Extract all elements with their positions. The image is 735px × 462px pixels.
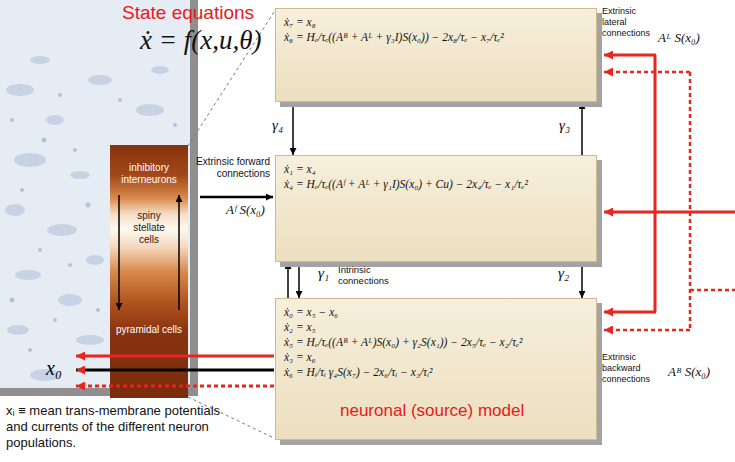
heading: State equations <box>122 2 254 24</box>
state-equation: ẋ₁ = x₄ <box>284 162 588 177</box>
signal-name: Aᶠ S(x₀) <box>226 202 265 217</box>
state-equation: ẋ₆ = Hᵢ/τᵢ γ₄S(x₇) − 2x₆/τᵢ − x₃/τᵢ² <box>284 365 588 380</box>
connection-note: Extrinsic lateral connections <box>602 6 658 39</box>
state-equation: ẋ₈ = Hₑ/τₑ((Aᴮ + Aᴸ + γ₃I)S(x₀)) − 2x₈/τ… <box>284 30 588 45</box>
state-equation: ẋ₄ = Hₑ/τₑ((Aᶠ + Aᴸ + γ₁I)S(x₀) + Cu) − … <box>284 177 588 192</box>
state-equation: ẋ₂ = x₅ <box>284 320 588 335</box>
connection-arrow <box>178 195 180 310</box>
connection-note: Extrinsic forward connections <box>196 156 270 180</box>
connection-note: Intrinsic connections <box>338 264 400 286</box>
equation-box: ẋ₇ = x₈ẋ₈ = Hₑ/τₑ((Aᴮ + Aᴸ + γ₃I)S(x₀)) … <box>275 8 597 102</box>
state-equation: ẋ₀ = x₅ − x₆ <box>284 305 588 320</box>
gain-label: γ₂ <box>558 265 569 282</box>
connection-arrow <box>298 262 300 298</box>
state-equation: ẋ₃ = x₆ <box>284 350 588 365</box>
formula: ẋ = f(x,u,θ) <box>140 24 261 56</box>
state-equation: ẋ₇ = x₈ <box>284 15 588 30</box>
gain-label: γ₁ <box>318 265 329 282</box>
signal-name: Aᴮ S(x₀) <box>668 364 710 379</box>
output-name: x₀ <box>46 356 62 380</box>
gain-label: γ₄ <box>272 117 283 134</box>
cell-label: spiny stellate cells <box>129 210 169 246</box>
neuron-band: inhibitory interneurons <box>112 152 186 195</box>
state-equation: ẋ₅ = Hₑ/τₑ((Aᴮ + Aᴸ)S(x₀) + γ₂S(x₁)) − 2… <box>284 335 588 350</box>
neuron-band: spiny stellate cells <box>127 207 171 249</box>
connection-arrow <box>118 195 120 310</box>
connection-arrow <box>581 262 583 298</box>
note: xᵢ ≡ mean trans-membrane potentials and … <box>6 403 228 451</box>
gain-label: γ₃ <box>559 117 570 134</box>
connection-arrow <box>292 102 294 155</box>
connection-note: Extrinsic backward connections <box>602 352 664 385</box>
signal-name: Aᴸ S(x₀) <box>658 30 700 45</box>
cell-label: inhibitory interneurons <box>114 162 184 186</box>
cell-label: pyramidal cells <box>116 324 182 336</box>
equation-box: ẋ₁ = x₄ẋ₄ = Hₑ/τₑ((Aᶠ + Aᴸ + γ₁I)S(x₀) +… <box>275 155 597 262</box>
connection-arrow <box>581 102 583 155</box>
caption: neuronal (source) model <box>340 401 524 421</box>
neuron-band: pyramidal cells <box>112 310 186 350</box>
connection-arrow <box>287 262 289 298</box>
